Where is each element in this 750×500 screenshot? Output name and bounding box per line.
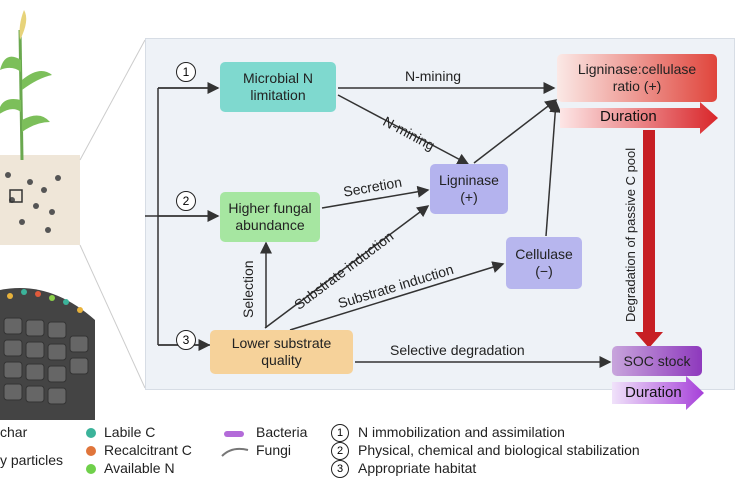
legend-stabilization: Physical, chemical and biological stabil… (358, 442, 640, 458)
soil-illustration (0, 10, 146, 420)
duration-label-bottom: Duration (625, 384, 682, 401)
step-number-2: 2 (176, 191, 196, 211)
ligninase-cellulase-ratio-box: Ligninase:cellulase ratio (+) (557, 54, 717, 102)
cellulase-box: Cellulase (−) (506, 237, 582, 289)
duration-label-top: Duration (600, 108, 657, 125)
legend-number-2: 2 (331, 442, 349, 460)
microbial-n-limitation-box: Microbial N limitation (220, 62, 336, 112)
ligninase-box: Ligninase (+) (430, 164, 508, 214)
legend-fungi: Fungi (256, 442, 292, 458)
legend-available-n: Available N (104, 460, 175, 476)
legend-biochar: char (0, 424, 28, 440)
legend-number-1: 1 (331, 424, 349, 442)
recalcitrant-c-dot-icon (86, 446, 96, 456)
selection-label: Selection (240, 260, 256, 318)
fungi-icon (221, 447, 249, 457)
legend-appropriate-habitat: Appropriate habitat (358, 460, 477, 476)
legend-labile-c: Labile C (104, 424, 156, 440)
available-n-dot-icon (86, 464, 96, 474)
plant-icon (0, 10, 52, 161)
legend-bacteria: Bacteria (256, 424, 308, 440)
bacteria-icon (224, 431, 244, 437)
soc-stock-box: SOC stock (612, 346, 702, 376)
n-mining-label-top: N-mining (405, 68, 462, 84)
legend-recalcitrant-c: Recalcitrant C (104, 442, 192, 458)
legend-n-immobilization: N immobilization and assimilation (358, 424, 565, 440)
step-number-3: 3 (176, 330, 196, 350)
degradation-passive-c-label: Degradation of passive C pool (623, 147, 638, 322)
selective-degradation-label: Selective degradation (390, 342, 525, 358)
fungal-abundance-box: Higher fungal abundance (220, 192, 320, 242)
step-number-1: 1 (176, 62, 196, 82)
legend-clay-particles: y particles (0, 452, 64, 468)
labile-c-dot-icon (86, 428, 96, 438)
substrate-quality-box: Lower substrate quality (210, 330, 353, 374)
legend-number-3: 3 (331, 460, 349, 478)
